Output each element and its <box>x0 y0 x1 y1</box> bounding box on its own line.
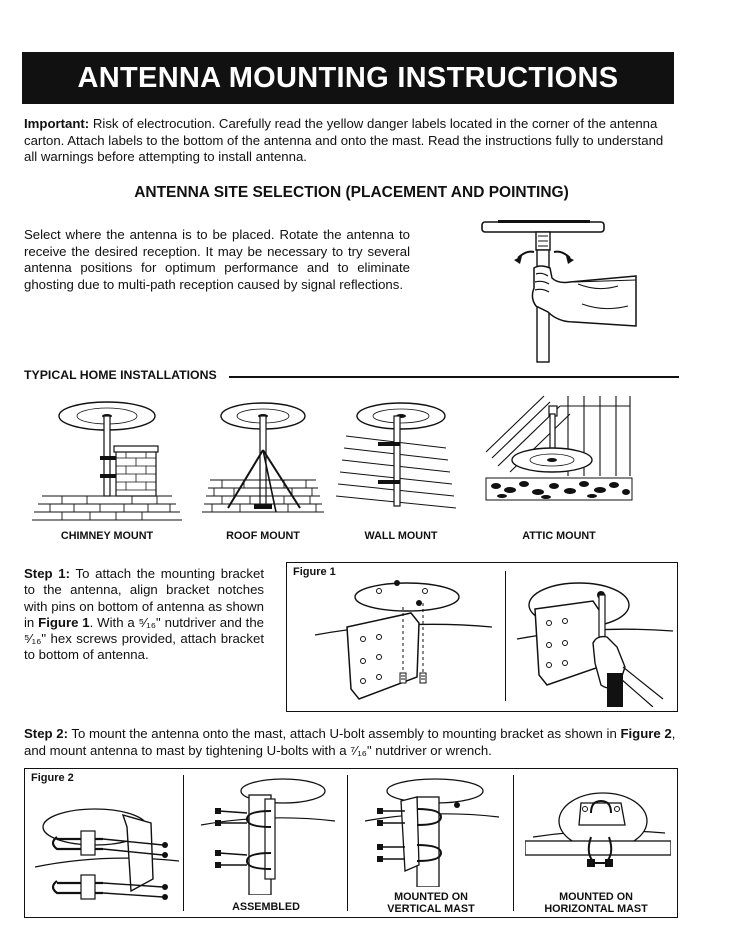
step2-text-b: , and mount antenna to mast by tightenin… <box>24 726 676 758</box>
chimney-mount-label: CHIMNEY MOUNT <box>60 530 154 542</box>
page-title-text: ANTENNA MOUNTING INSTRUCTIONS <box>77 61 619 94</box>
antenna-rotation-illustration <box>478 214 638 364</box>
step2-instructions: Step 2: To mount the antenna onto the ma… <box>24 726 679 759</box>
step1-text-a: To attach the mounting bracket to the an… <box>24 566 264 630</box>
step1-text-b: . With a ⁵⁄₁₆" nutdriver and the ⁵⁄₁₆" h… <box>24 614 264 663</box>
typical-installations-heading: TYPICAL HOME INSTALLATIONS <box>24 366 679 384</box>
step2-figure-ref: Figure 2 <box>620 726 672 741</box>
step1-instructions: Step 1: To attach the mounting bracket t… <box>24 566 264 664</box>
figure2-label: Figure 2 <box>31 772 74 784</box>
figure2-divider-1 <box>183 775 184 911</box>
figure1-box: Figure 1 <box>286 562 678 712</box>
important-label: Important: <box>24 116 90 131</box>
roof-mount-label: ROOF MOUNT <box>226 530 300 542</box>
chimney-mount-figure: CHIMNEY MOUNT <box>32 392 182 552</box>
vertical-mast-caption-line2: VERTICAL MAST <box>387 903 475 915</box>
attic-mount-label: ATTIC MOUNT <box>522 530 596 542</box>
step2-label: Step 2: <box>24 726 68 741</box>
figure2-divider-2 <box>347 775 348 911</box>
site-selection-text: Select where the antenna is to be placed… <box>24 227 410 292</box>
attic-mount-figure: ATTIC MOUNT <box>484 392 634 552</box>
important-text: Risk of electrocution. Carefully read th… <box>24 116 664 164</box>
step2-text-a: To mount the antenna onto the mast, atta… <box>67 726 621 741</box>
figure2-divider-3 <box>513 775 514 911</box>
roof-mount-figure: ROOF MOUNT <box>188 392 338 552</box>
typical-installations-label: TYPICAL HOME INSTALLATIONS <box>24 368 221 382</box>
step1-label: Step 1: <box>24 566 71 581</box>
figure2-box: Figure 2 <box>24 768 678 918</box>
step1-figure-ref: Figure 1 <box>38 614 90 630</box>
important-notice: Important: Risk of electrocution. Carefu… <box>24 116 679 166</box>
wall-mount-label: WALL MOUNT <box>364 530 438 542</box>
horizontal-mast-caption-line2: HORIZONTAL MAST <box>544 903 648 915</box>
site-selection-heading: ANTENNA SITE SELECTION (PLACEMENT AND PO… <box>134 184 569 201</box>
figure1-divider <box>505 571 506 701</box>
vertical-mast-caption: MOUNTED ON VERTICAL MAST <box>349 891 513 915</box>
wall-mount-figure: WALL MOUNT <box>326 392 476 552</box>
page-title: ANTENNA MOUNTING INSTRUCTIONS <box>22 52 674 104</box>
horizontal-mast-caption: MOUNTED ON HORIZONTAL MAST <box>515 891 677 915</box>
horizontal-mast-caption-line1: MOUNTED ON <box>559 891 633 903</box>
assembled-caption: ASSEMBLED <box>232 901 300 913</box>
heading-rule <box>229 376 679 378</box>
figure1-label: Figure 1 <box>293 566 336 578</box>
vertical-mast-caption-line1: MOUNTED ON <box>394 891 468 903</box>
